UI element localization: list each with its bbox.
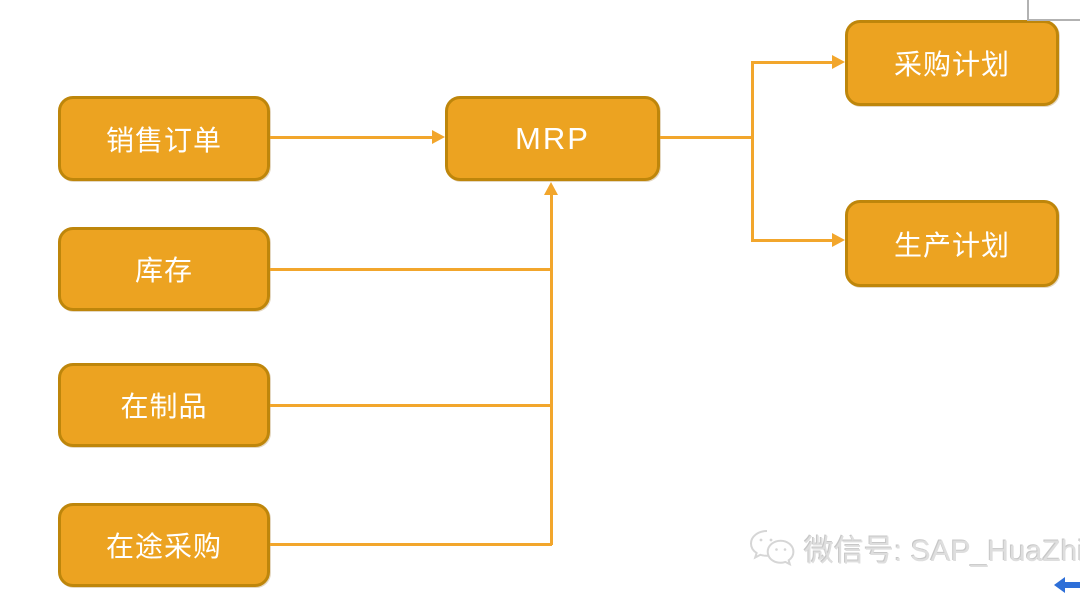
edge-in-transit-to-trunk xyxy=(270,543,552,546)
edge-wip-to-trunk xyxy=(270,404,551,407)
watermark-text: 微信号: SAP_HuaZhi xyxy=(804,535,1080,568)
wechat-icon xyxy=(748,527,796,569)
watermark: 微信号: SAP_HuaZhi xyxy=(748,526,1080,570)
frame-corner-vertical-line xyxy=(1027,0,1029,20)
arrowhead-into-mrp-bottom xyxy=(544,182,558,195)
node-purchase-plan: 采购计划 xyxy=(845,20,1059,106)
arrowhead-into-mrp-left xyxy=(432,130,445,144)
trunk-line-to-mrp-bottom xyxy=(550,194,553,545)
node-sales-order-label: 销售订单 xyxy=(105,124,222,156)
node-production-plan: 生产计划 xyxy=(845,200,1059,287)
edge-split-to-purchase-plan xyxy=(751,61,833,64)
node-wip-label: 在制品 xyxy=(120,391,208,422)
node-work-in-progress: 在制品 xyxy=(58,363,270,447)
edge-mrp-to-split xyxy=(660,136,752,139)
back-arrow-icon[interactable] xyxy=(1054,577,1080,593)
node-production-plan-label: 生产计划 xyxy=(893,229,1010,261)
node-in-transit-purchase: 在途采购 xyxy=(58,503,270,587)
arrowhead-into-purchase-plan xyxy=(832,55,845,69)
arrowhead-into-production-plan xyxy=(832,233,845,247)
frame-corner-horizontal-line xyxy=(1027,19,1080,21)
node-sales-order: 销售订单 xyxy=(58,96,270,181)
edge-inventory-to-trunk xyxy=(270,268,551,271)
edge-sales-order-to-mrp xyxy=(270,136,433,139)
node-inventory: 库存 xyxy=(58,227,270,311)
node-inventory-label: 库存 xyxy=(134,255,193,286)
node-purchase-plan-label: 采购计划 xyxy=(893,49,1010,80)
split-vertical-line xyxy=(751,61,754,241)
node-mrp: MRP xyxy=(445,96,660,181)
edge-split-to-production-plan xyxy=(751,239,833,242)
node-in-transit-label: 在途采购 xyxy=(105,531,222,562)
node-mrp-label: MRP xyxy=(515,120,590,156)
